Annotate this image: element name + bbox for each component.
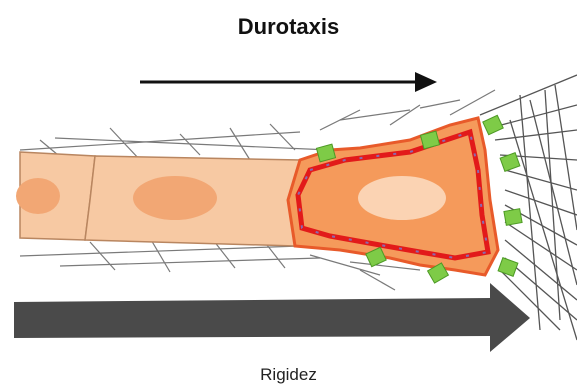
leading-cell xyxy=(288,118,498,275)
trailing-cell-2 xyxy=(85,156,300,246)
nucleus-icon xyxy=(133,176,217,220)
nucleus-icon xyxy=(358,176,446,220)
nucleus-icon xyxy=(16,178,60,214)
stiffness-arrow-icon xyxy=(14,283,530,352)
stiffness-label: Rigidez xyxy=(0,365,577,385)
trailing-cell-1 xyxy=(16,152,95,240)
direction-arrow-icon xyxy=(140,72,437,92)
